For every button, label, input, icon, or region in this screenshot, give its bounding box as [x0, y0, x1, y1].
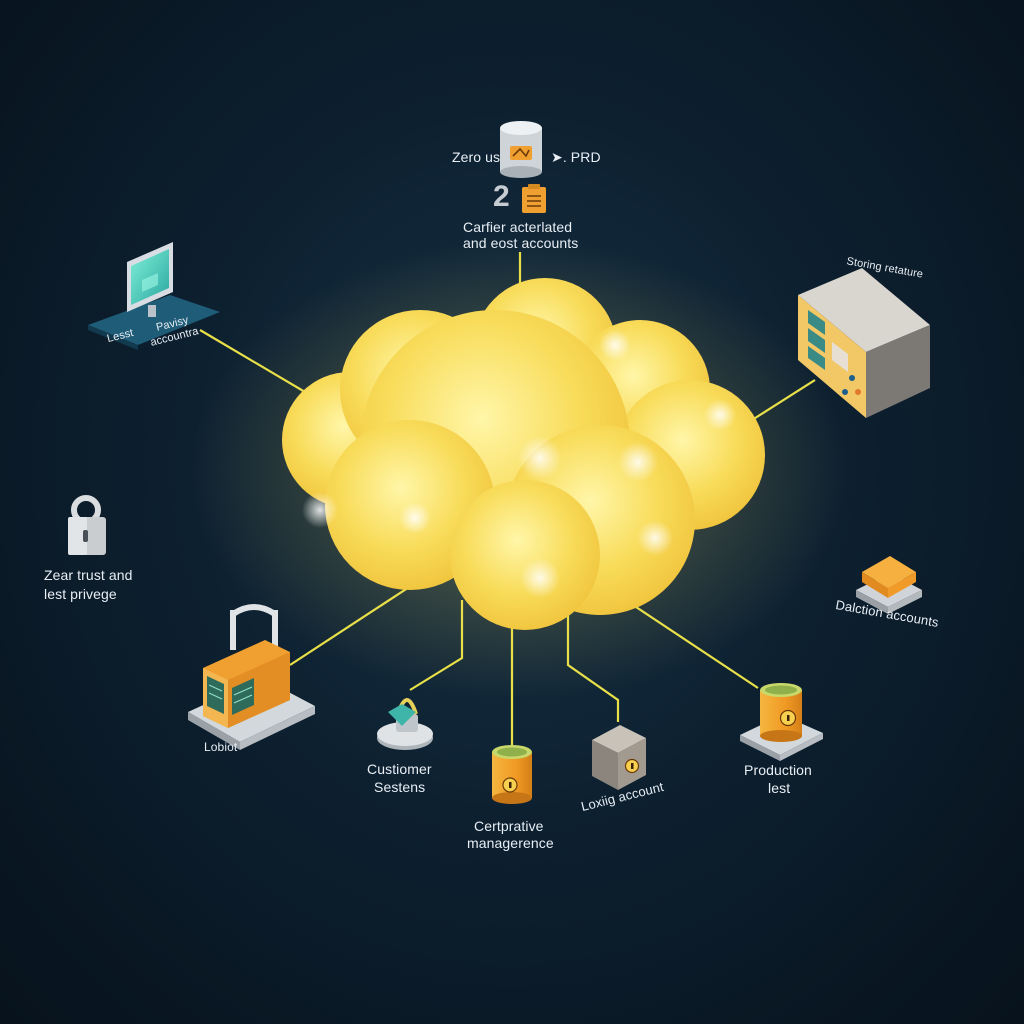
top-caption-line2: and eost accounts	[463, 235, 579, 251]
top-number: 2	[493, 180, 510, 213]
customer-lock-icon	[377, 698, 433, 750]
production-label-line2: lest	[768, 780, 791, 796]
lobby-label: Lobiot	[204, 740, 238, 754]
production-canister-icon	[740, 683, 823, 761]
central-cloud	[282, 278, 765, 630]
database-icon	[500, 121, 542, 178]
lobby-building-icon	[188, 604, 315, 750]
logging-cube-icon	[592, 725, 646, 790]
lock-label-line1: Zear trust and	[44, 567, 133, 583]
customer-label-line1: Custiomer	[367, 761, 432, 777]
lock-label-line2: lest privege	[44, 586, 117, 602]
top-caption-line1: Carfier acterlated	[463, 219, 573, 235]
monitor-icon	[88, 242, 220, 350]
padlock-icon	[68, 495, 106, 555]
corporate-label-line1: Certprative	[474, 818, 544, 834]
top-right-text: ➤. PRD	[551, 149, 601, 165]
corporate-label-line2: managerence	[467, 835, 554, 851]
corporate-canister-icon	[492, 745, 532, 804]
customer-label-line2: Sestens	[374, 779, 426, 795]
tray-icon	[856, 556, 922, 614]
top-left-text: Zero us	[452, 149, 501, 165]
production-label-line1: Production	[744, 762, 812, 778]
server-rack-icon	[798, 268, 930, 418]
clipboard-icon	[522, 184, 546, 213]
